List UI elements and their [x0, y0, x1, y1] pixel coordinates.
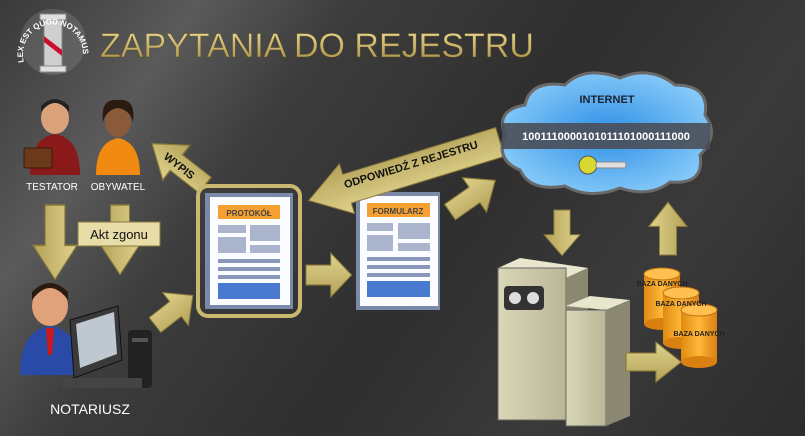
protokol-document: [196, 184, 302, 318]
internet-label: INTERNET: [580, 94, 635, 106]
obywatel-icon: [96, 99, 140, 175]
database-label-3: BAZA DANYCH: [673, 331, 724, 338]
testator-icon: [23, 99, 80, 175]
arrow-internet-to-server: [543, 209, 581, 257]
binary-string: 1001110000101011101000111000: [522, 131, 690, 143]
logo: LEX EST QUOD NOTAMUS: [16, 9, 90, 75]
formularz-label: FORMULARZ: [373, 207, 424, 216]
notariusz-label: NOTARIUSZ: [50, 401, 130, 417]
protokol-label: PROTOKÓŁ: [226, 209, 271, 218]
page-title: ZAPYTANIA DO REJESTRU: [100, 27, 534, 65]
testator-label: TESTATOR: [26, 182, 78, 193]
obywatel-label: OBYWATEL: [91, 182, 146, 193]
akt-zgonu-box: [77, 221, 161, 247]
internet-cloud: [500, 71, 713, 195]
formularz-document: [356, 192, 440, 310]
akt-zgonu-label: Akt zgonu: [90, 227, 148, 242]
arrow-database-to-internet: [648, 201, 688, 256]
computer-icon: [62, 305, 152, 388]
arrow-odpowiedz: [307, 127, 506, 215]
database-label-1: BAZA DANYCH: [636, 281, 687, 288]
server-icon: [497, 258, 630, 427]
key-icon: [578, 155, 627, 175]
arrow-protokol-to-formularz: [305, 252, 353, 298]
arrow-testator-down: [32, 204, 78, 281]
notariusz-icon: [20, 283, 82, 375]
database-3: [680, 303, 718, 368]
database-label-2: BAZA DANYCH: [655, 301, 706, 308]
